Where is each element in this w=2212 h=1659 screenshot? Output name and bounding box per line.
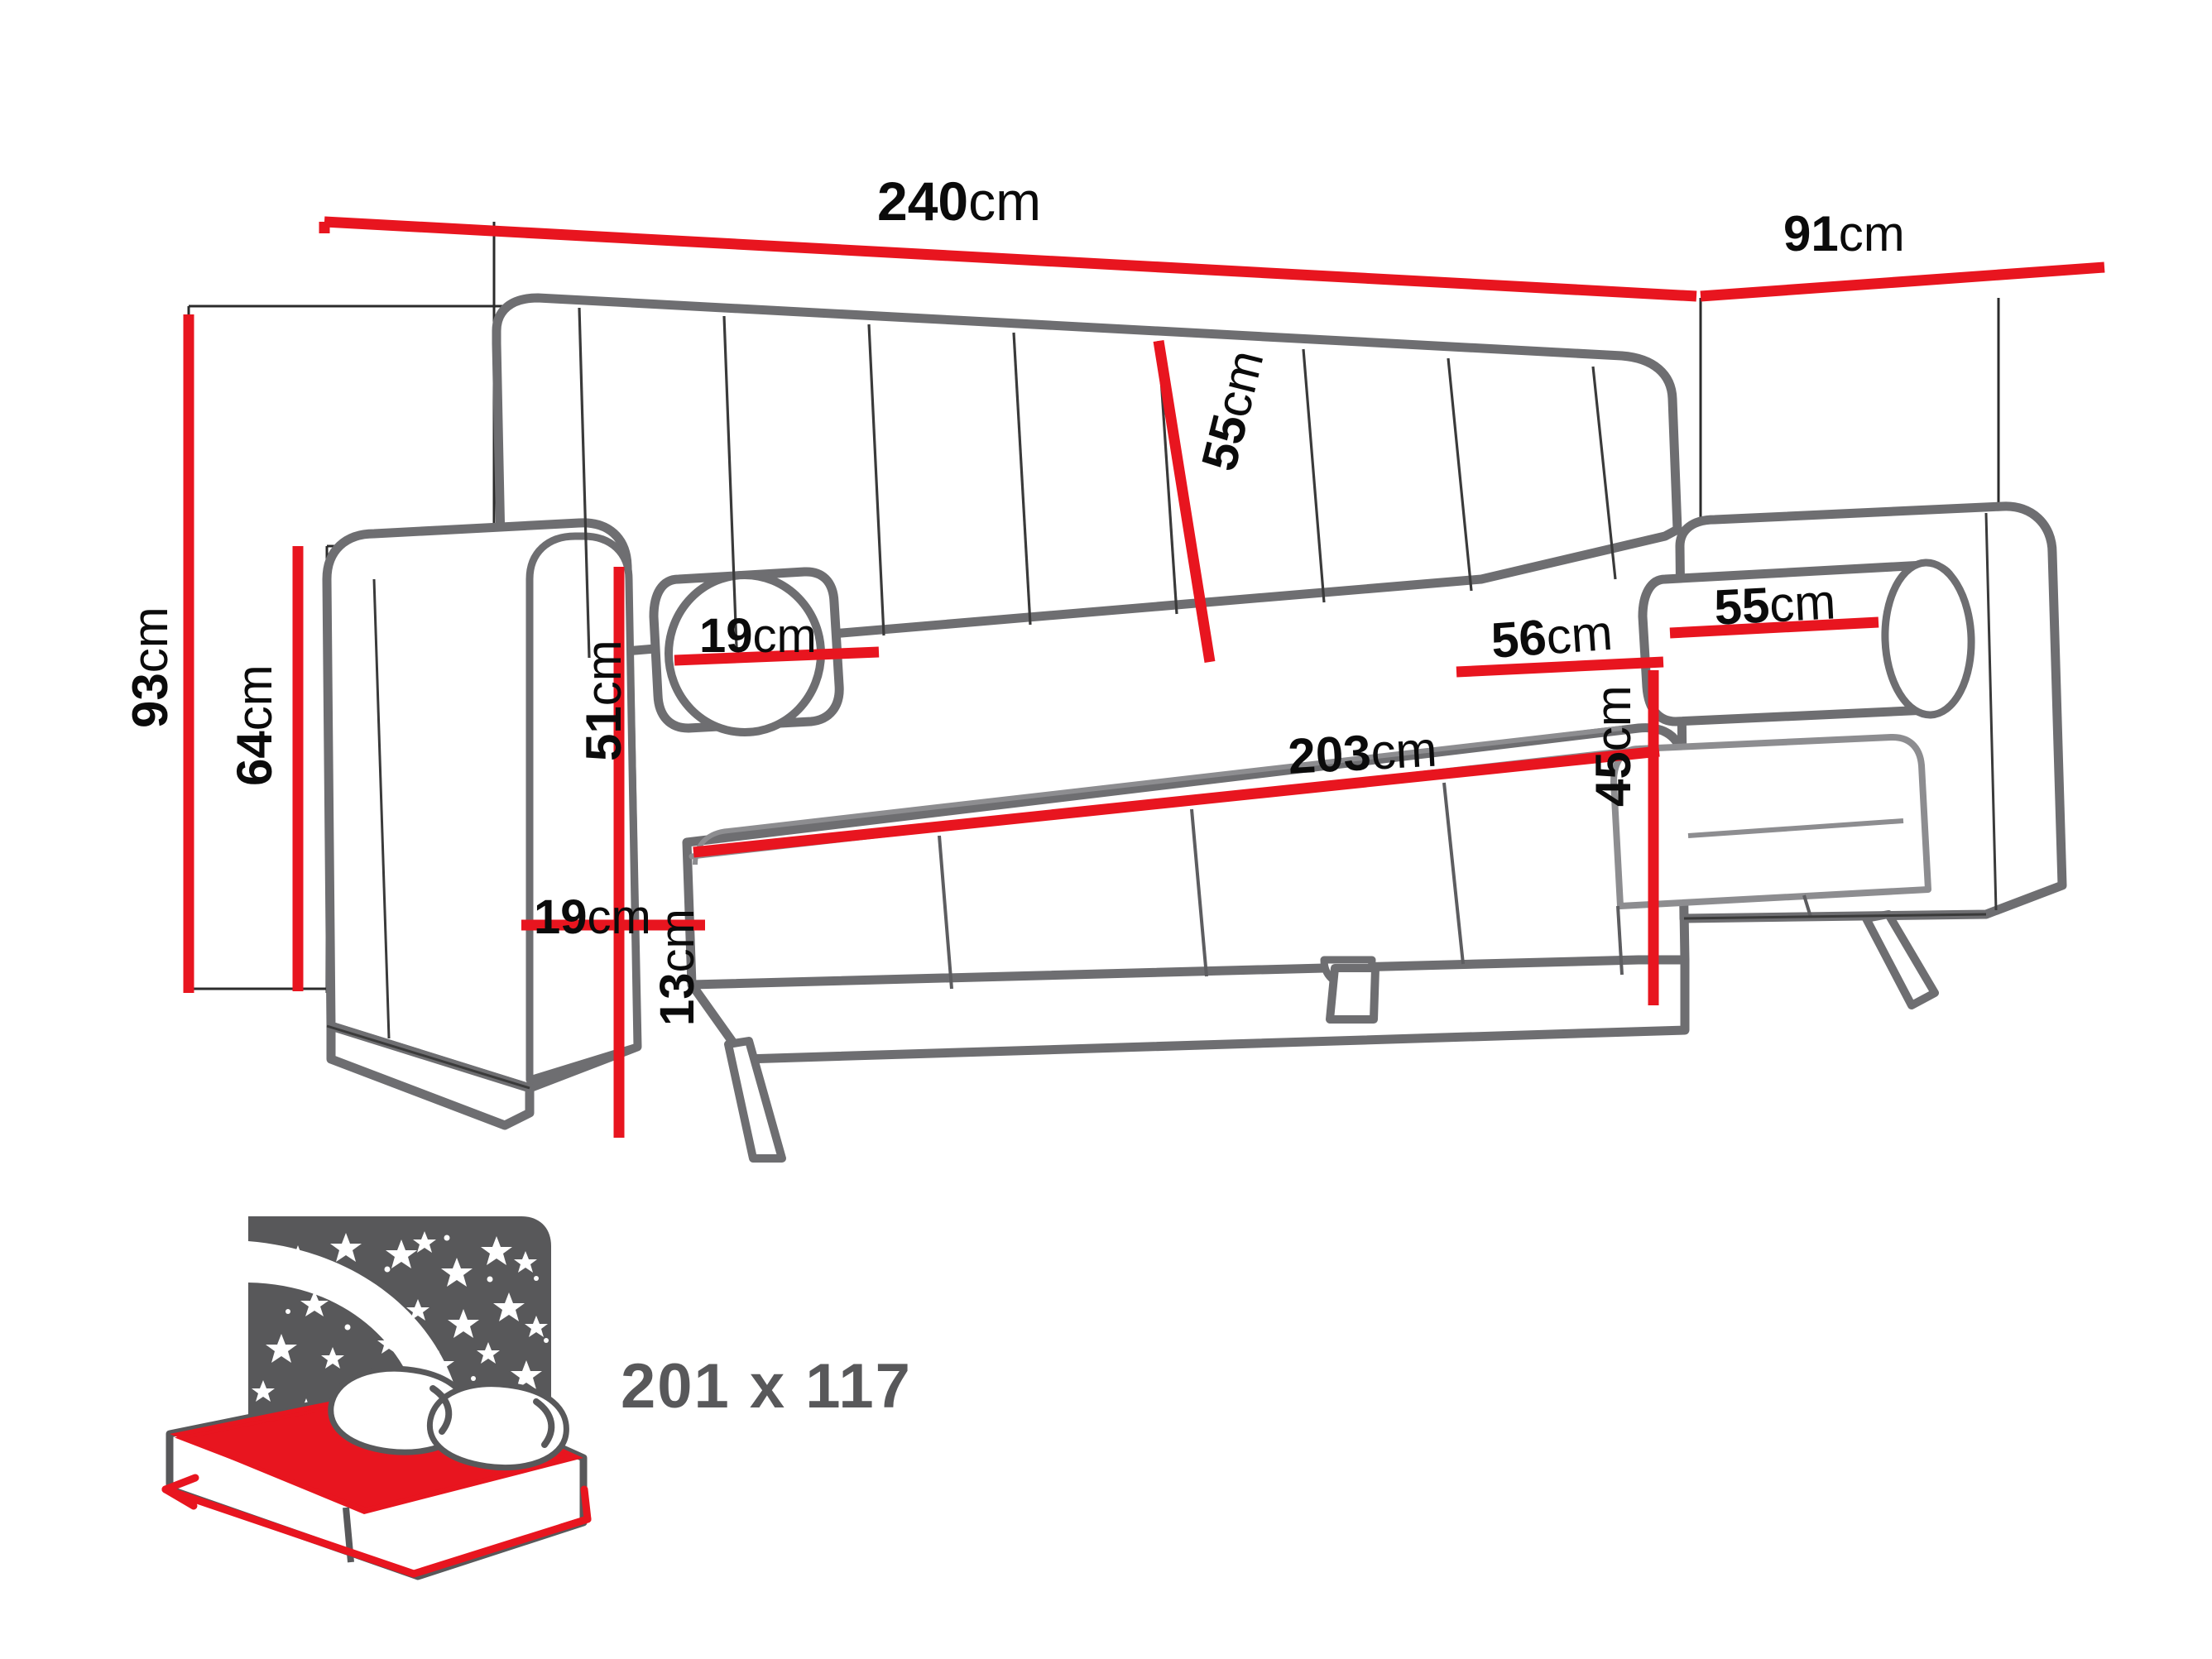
dim-value: 93 [122, 673, 178, 728]
dim-unit: cm [227, 664, 282, 731]
dim-value: 51 [576, 706, 631, 761]
dim-unit: cm [122, 607, 178, 674]
dim-line-56 [1456, 656, 1664, 678]
dim-label-bolster-diameter: 19cm [699, 612, 817, 660]
dim-label-bolster-length: 55cm [1712, 573, 1837, 635]
left-arm-inner-contour [326, 578, 530, 1090]
dim-label-seat-width: 203cm [1286, 721, 1439, 784]
dim-unit: cm [1768, 573, 1837, 633]
seat-cushion-seams [938, 782, 1812, 990]
sleeping-area-label: 201 x 117 [621, 1351, 912, 1422]
dim-line-91 [1700, 261, 2105, 302]
dim-label-armrest-height: 51cm [576, 640, 631, 761]
dim-value: 45 [1586, 751, 1641, 807]
dim-unit: cm [1369, 721, 1439, 780]
dim-unit: cm [968, 170, 1042, 232]
dim-unit: cm [752, 609, 817, 663]
dim-unit: cm [587, 890, 651, 944]
dim-value: 56 [1489, 609, 1548, 669]
dim-value: 19 [534, 890, 588, 944]
dim-label-overall-depth: 91cm [1783, 209, 1905, 259]
dim-label-seat-depth: 56cm [1489, 604, 1615, 669]
right-arm-inner-contour [1683, 512, 1998, 920]
dim-line-240 [324, 216, 1697, 302]
dim-line-203 [693, 746, 1660, 858]
dim-line-55-back [1153, 339, 1216, 664]
dim-value: 240 [877, 170, 969, 232]
dimension-lines [183, 216, 2105, 1138]
dim-unit: cm [576, 640, 631, 707]
dim-unit: cm [1586, 685, 1641, 752]
dim-unit: cm [650, 909, 704, 973]
dim-label-ground-clearance: 13cm [650, 909, 704, 1026]
dim-label-armrest-width: 19cm [534, 894, 651, 942]
dim-label-overall-width: 240cm [877, 174, 1041, 228]
dim-value: 13 [650, 972, 704, 1026]
dim-line-19-bolster [674, 646, 880, 666]
dim-label-seat-back-height: 64cm [227, 664, 282, 786]
dim-value: 203 [1286, 724, 1373, 784]
dim-value: 64 [227, 731, 282, 786]
dim-value: 19 [699, 609, 753, 663]
night-sky-bed-icon [161, 1216, 592, 1580]
dim-value: 55 [1712, 577, 1771, 635]
seat-cushion-outline [693, 726, 1904, 865]
dim-value: 91 [1783, 206, 1839, 261]
dim-line-55-bolster [1669, 616, 1879, 639]
dim-unit: cm [1544, 604, 1615, 665]
dim-label-overall-height: 93cm [122, 607, 178, 728]
dim-label-seat-height: 45cm [1586, 685, 1641, 807]
dim-unit: cm [1838, 206, 1905, 261]
